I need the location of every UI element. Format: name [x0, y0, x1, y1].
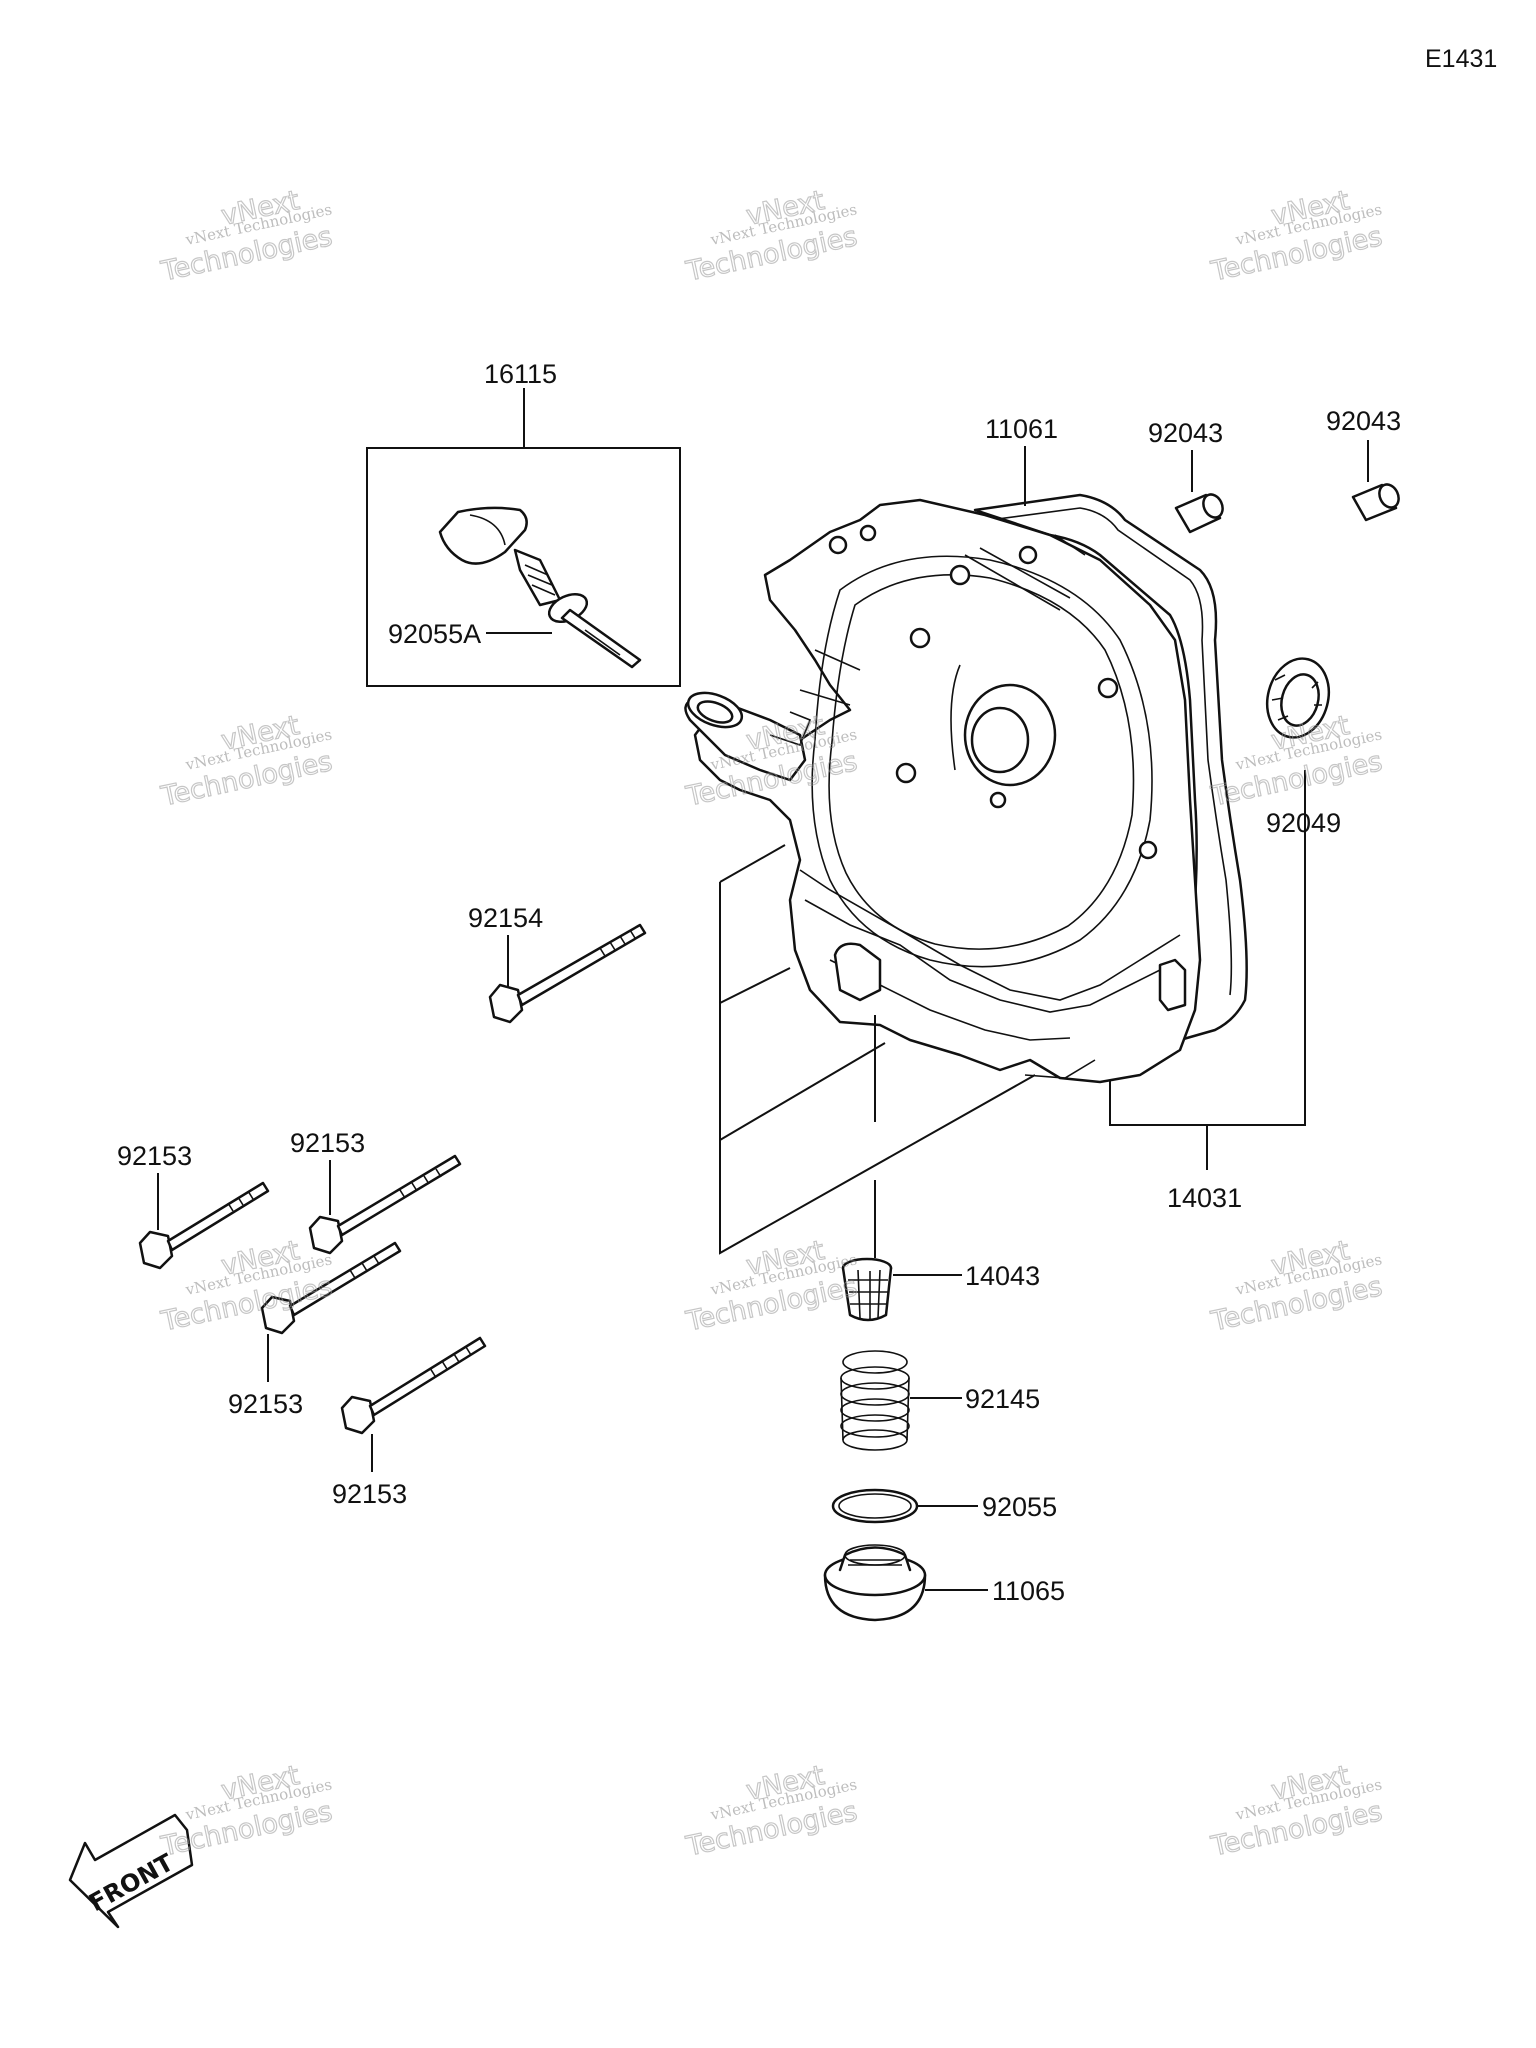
label-92043-right: 92043 — [1326, 406, 1401, 436]
bolt-c — [260, 1241, 402, 1335]
label-14043: 14043 — [965, 1261, 1040, 1291]
oil-strainer — [841, 1257, 893, 1322]
watermark-3: vNext vNext Technologies Technologies — [1207, 184, 1385, 288]
oil-seal — [1265, 657, 1331, 739]
label-11061: 11061 — [985, 414, 1058, 444]
label-92049: 92049 — [1266, 808, 1341, 838]
spring — [840, 1350, 910, 1451]
watermark-4: vNext vNext Technologies Technologies — [157, 709, 335, 813]
label-92153-a: 92153 — [117, 1141, 192, 1171]
label-16115: 16115 — [484, 359, 557, 389]
label-92153-d: 92153 — [332, 1479, 407, 1509]
watermark-6: vNext vNext Technologies Technologies — [1207, 709, 1385, 813]
oring-plug — [831, 1488, 919, 1524]
cover-gasket — [973, 493, 1248, 1042]
long-bolt — [488, 923, 647, 1024]
label-92055: 92055 — [982, 1492, 1057, 1522]
watermark-10: vNext vNext Technologies Technologies — [157, 1759, 335, 1863]
label-92154: 92154 — [468, 903, 543, 933]
watermark-1: vNext vNext Technologies Technologies — [157, 184, 335, 288]
collar-left — [1174, 493, 1224, 534]
watermark-8: vNext vNext Technologies Technologies — [682, 1234, 860, 1338]
collar-right — [1351, 483, 1400, 522]
watermark-12: vNext vNext Technologies Technologies — [1207, 1759, 1385, 1863]
case-cover — [684, 498, 1202, 1084]
label-92153-c: 92153 — [228, 1389, 303, 1419]
watermark-2: vNext vNext Technologies Technologies — [682, 184, 860, 288]
watermark-9: vNext vNext Technologies Technologies — [1207, 1234, 1385, 1338]
bolt-b — [308, 1154, 462, 1255]
bolt-a — [138, 1181, 270, 1270]
bolt-d — [340, 1336, 487, 1435]
label-92153-b: 92153 — [290, 1128, 365, 1158]
label-92055A: 92055A — [388, 619, 481, 649]
dipstick-assembly — [366, 388, 681, 687]
watermark-5: vNext vNext Technologies Technologies — [682, 709, 860, 813]
label-92043-left: 92043 — [1148, 418, 1223, 448]
drain-plug — [823, 1544, 927, 1622]
watermark-11: vNext vNext Technologies Technologies — [682, 1759, 860, 1863]
diagram-code: E1431 — [1425, 45, 1497, 73]
label-11065: 11065 — [992, 1576, 1065, 1606]
label-14031: 14031 — [1167, 1183, 1242, 1213]
label-92145: 92145 — [965, 1384, 1040, 1414]
